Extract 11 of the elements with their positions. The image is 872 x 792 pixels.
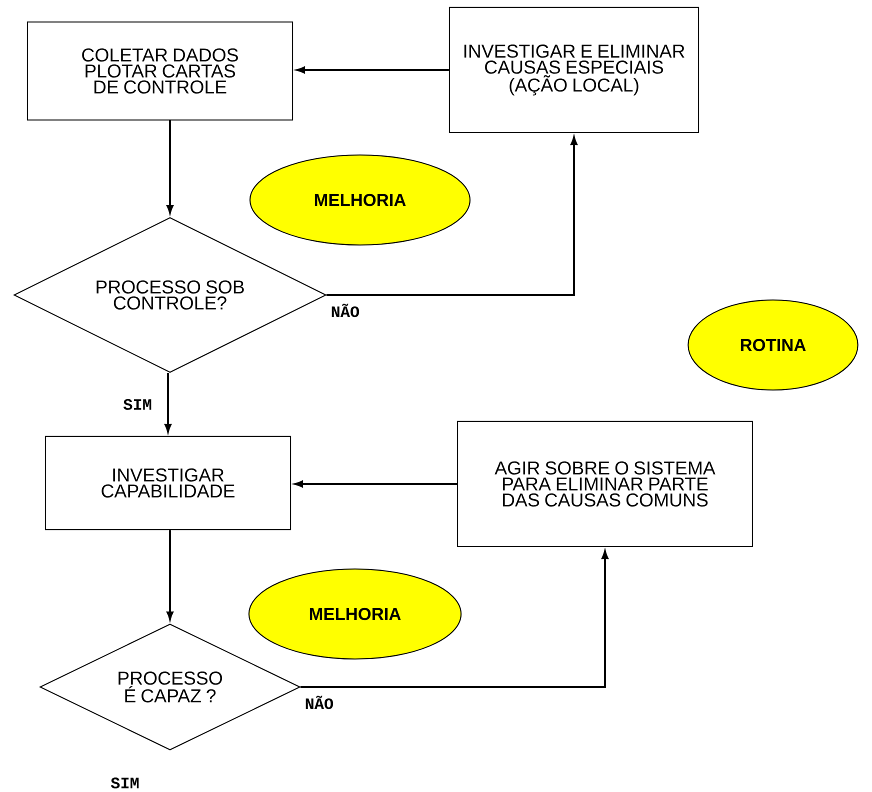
process-box: INVESTIGAR CAPABILIDADE bbox=[44, 436, 292, 530]
process-box: COLETAR DADOS PLOTAR CARTAS DE CONTROLE bbox=[26, 21, 294, 121]
edge-label: NÃO bbox=[306, 696, 334, 710]
arrow bbox=[294, 480, 457, 488]
process-box: AGIR SOBRE O SISTEMA PARA ELIMINAR PARTE DAS CAUSAS COMUNS bbox=[457, 420, 753, 548]
edge-label: SIM bbox=[123, 399, 152, 410]
arrow bbox=[296, 66, 449, 74]
process-box: INVESTIGAR E ELIMINAR CAUSAS ESPECIAIS (AÇÃO LOCAL) bbox=[448, 6, 700, 134]
edge-label: NÃO bbox=[332, 304, 360, 318]
arrow bbox=[300, 550, 608, 688]
text-label: SIM bbox=[110, 778, 139, 788]
